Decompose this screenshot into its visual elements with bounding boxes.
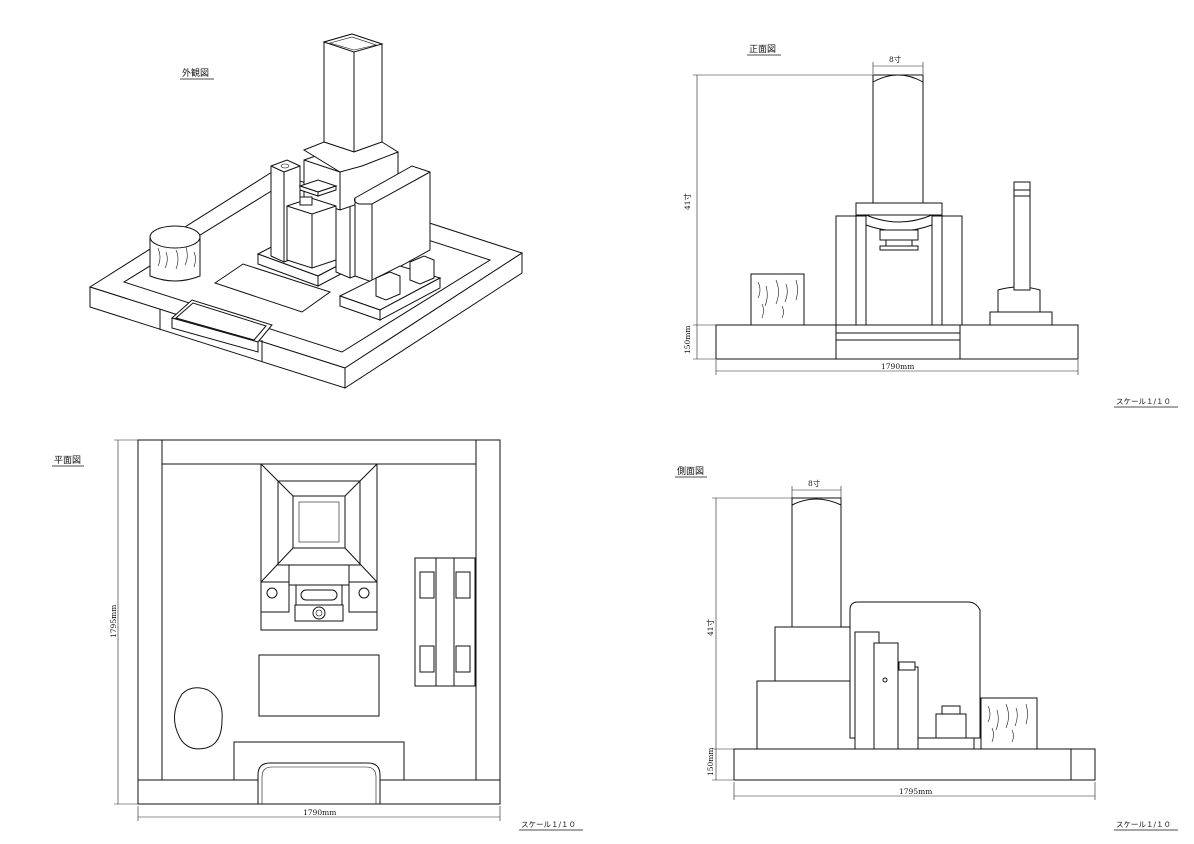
plan-flat-stone [258, 654, 380, 717]
side-stump-stone [980, 697, 1038, 750]
front-monument [835, 74, 963, 326]
side-scale: スケール１/１０ [1116, 820, 1171, 829]
plan-slab-stone [414, 557, 476, 687]
side-dim-width: 1795mm [899, 787, 932, 796]
plan-scale: スケール１/１０ [521, 820, 576, 829]
exterior-view: 外観図 [88, 33, 524, 389]
exterior-slab-stone [338, 165, 442, 321]
front-dimensions: 8寸 41寸 150mm 1790mm [682, 54, 1079, 375]
plan-dim-width: 1790mm [303, 808, 336, 817]
side-dim-base: 150mm [706, 747, 715, 776]
exterior-base-right-face [344, 252, 523, 389]
front-view: 正面図 [682, 44, 1178, 408]
plan-view: 平面図 [52, 439, 583, 831]
front-title: 正面図 [749, 44, 776, 55]
front-dim-base: 150mm [683, 325, 692, 354]
front-dim-top: 8寸 [889, 54, 902, 64]
side-title: 側面図 [677, 465, 704, 477]
plan-dimensions: 1795mm 1790mm [109, 439, 501, 821]
front-lantern [989, 181, 1053, 326]
side-base [733, 748, 1096, 781]
front-dim-width: 1790mm [881, 362, 914, 371]
front-scale: スケール１/１０ [1116, 397, 1171, 406]
plan-entrance [233, 741, 405, 805]
plan-dim-depth: 1795mm [109, 605, 118, 638]
side-view: 側面図 [675, 465, 1178, 831]
front-dim-height: 41寸 [682, 192, 692, 210]
exterior-title: 外観図 [182, 67, 209, 79]
exterior-flat-stone [213, 263, 332, 313]
exterior-stump-stone [149, 225, 201, 282]
plan-title: 平面図 [54, 455, 81, 466]
exterior-monument [256, 33, 400, 287]
side-monument [756, 497, 981, 750]
plan-monument [260, 463, 378, 631]
side-dimensions: 8寸 41寸 150mm 1795mm [705, 478, 1096, 800]
side-dim-height: 41寸 [705, 618, 715, 636]
front-stump-stone [750, 273, 805, 326]
side-dim-top: 8寸 [808, 478, 821, 488]
plan-stump-stone [174, 687, 223, 750]
